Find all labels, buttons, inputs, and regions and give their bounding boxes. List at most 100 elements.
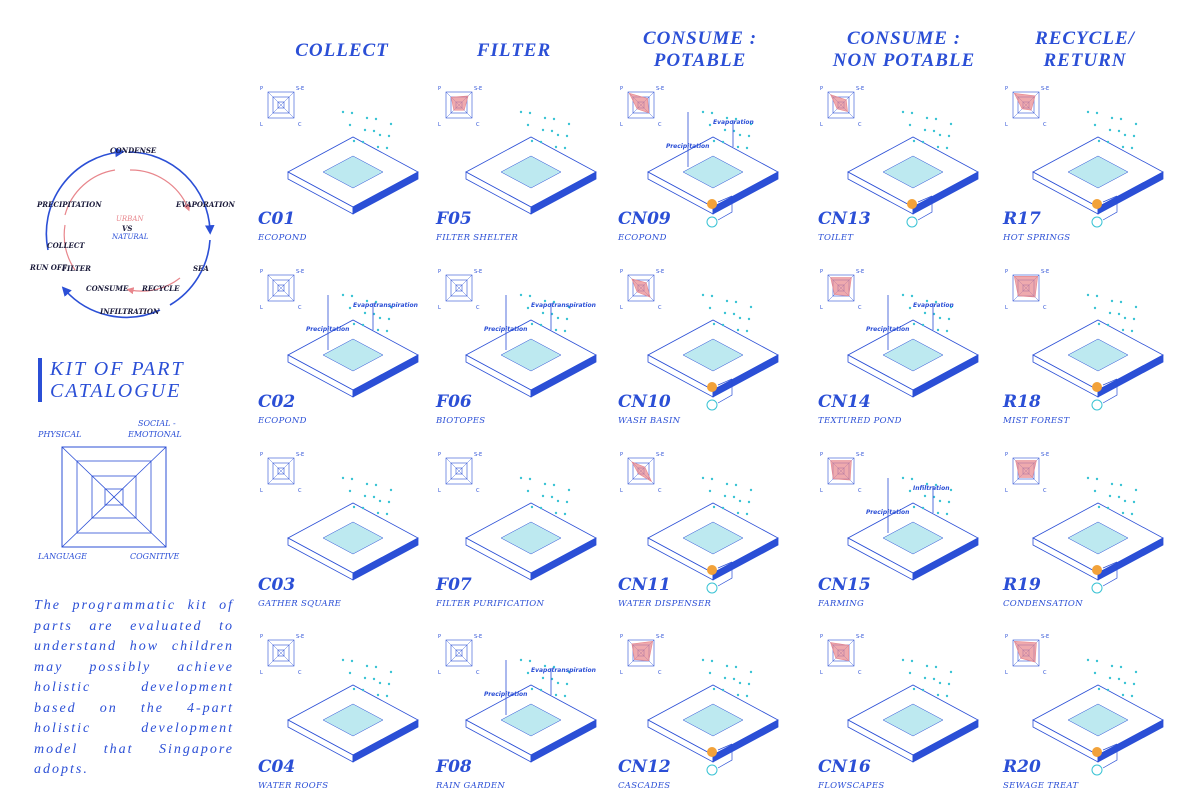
column-title-line: POTABLE xyxy=(653,50,747,71)
cycle-arc-inner xyxy=(64,169,116,216)
radar-axis-label: C xyxy=(658,488,662,494)
radar-axis-label: C xyxy=(858,305,862,311)
radar-axis-label: C xyxy=(858,488,862,494)
card-code: CN12 xyxy=(618,757,671,777)
card-code: CN16 xyxy=(818,757,871,777)
iso-block xyxy=(287,319,419,398)
radar-axis-label: L xyxy=(620,305,623,311)
column-title-line: RECYCLE/ xyxy=(1035,28,1135,49)
radar-axis-label: P xyxy=(820,86,823,92)
card-name: FLOWSCAPES xyxy=(818,781,885,791)
iso-block xyxy=(847,502,979,581)
iso-block xyxy=(847,684,979,763)
card-name: SEWAGE TREAT xyxy=(1003,781,1079,791)
rain-dots xyxy=(519,110,571,150)
column-title-line: RETURN xyxy=(1043,50,1127,71)
annotation-label: Precipitation xyxy=(666,143,709,150)
column-title-line: FILTER xyxy=(476,40,552,61)
radar-axis-label: C xyxy=(476,122,480,128)
rain-dots xyxy=(1086,293,1138,333)
cycle-arc-inner xyxy=(126,277,181,295)
radar-axis-label: S-E xyxy=(1041,86,1049,92)
radar-score-shape xyxy=(631,278,651,298)
radar-axis-label: P xyxy=(438,269,441,275)
radar-score-shape xyxy=(450,95,469,111)
radar-axis-label: S-E xyxy=(1041,269,1049,275)
radar-axis-label: C xyxy=(658,670,662,676)
radar-axis-label: S-E xyxy=(656,452,664,458)
radar-axis-label: L xyxy=(438,122,441,128)
radar-axis-label: C xyxy=(858,122,862,128)
radar-axis-label: P xyxy=(820,269,823,275)
card-code: R19 xyxy=(1003,575,1041,595)
cost-badge-icon xyxy=(706,561,733,594)
card-name: ECOPOND xyxy=(258,416,307,426)
card-code: F06 xyxy=(436,392,472,412)
cycle-label-consume: CONSUME xyxy=(86,284,129,293)
radar-axis-label: L xyxy=(260,305,263,311)
column-title-filter: FILTER xyxy=(424,40,604,62)
rain-dots xyxy=(1086,110,1138,150)
holistic-model-legend xyxy=(61,446,167,548)
annotation-label: Precipitation xyxy=(484,326,527,333)
radar-axis-label: S-E xyxy=(474,452,482,458)
radar-axis-label: L xyxy=(820,122,823,128)
radar-axis-label: L xyxy=(820,670,823,676)
radar-axis-label: C xyxy=(298,122,302,128)
radar-axis-label: S-E xyxy=(474,269,482,275)
radar-axis-label: P xyxy=(620,86,623,92)
kit-of-part-title: KIT OF PART CATALOGUE xyxy=(38,358,185,402)
cost-badge-icon xyxy=(1091,378,1118,411)
radar-axis-label: L xyxy=(1005,670,1008,676)
kit-title-line: CATALOGUE xyxy=(50,380,182,402)
card-code: CN14 xyxy=(818,392,871,412)
radar-score-shape xyxy=(830,277,852,297)
annotation-label: Precipitation xyxy=(866,509,909,516)
radar-axis-label: P xyxy=(820,452,823,458)
legend-label-physical: PHYSICAL xyxy=(38,430,82,439)
radar-axis-label: S-E xyxy=(856,634,864,640)
rain-dots xyxy=(701,476,753,516)
iso-block xyxy=(847,136,979,215)
card-code: CN15 xyxy=(818,575,871,595)
radar-axis-label: L xyxy=(620,122,623,128)
radar-axis-label: C xyxy=(476,305,480,311)
legend-label-language: LANGUAGE xyxy=(38,552,87,561)
radar-axis-label: P xyxy=(820,634,823,640)
rain-dots xyxy=(701,658,753,698)
radar-score-shape xyxy=(628,92,650,114)
cycle-arc-inner xyxy=(129,169,190,212)
radar-axis-label: C xyxy=(298,488,302,494)
card-name: CASCADES xyxy=(618,781,671,791)
iso-block xyxy=(1032,684,1164,763)
radar-axis-label: P xyxy=(438,86,441,92)
iso-block xyxy=(647,136,779,215)
radar-axis-label: L xyxy=(260,488,263,494)
column-title-consume-non-potable: CONSUME : NON POTABLE xyxy=(814,28,994,72)
iso-block xyxy=(647,319,779,398)
radar-axis-label: S-E xyxy=(656,86,664,92)
iso-block xyxy=(1032,319,1164,398)
radar-axis-label: L xyxy=(620,488,623,494)
radar-axis-label: P xyxy=(260,269,263,275)
column-title-recycle-return: RECYCLE/ RETURN xyxy=(995,28,1175,72)
card-name: MIST FOREST xyxy=(1003,416,1070,426)
cycle-label-condense: CONDENSE xyxy=(110,146,157,155)
